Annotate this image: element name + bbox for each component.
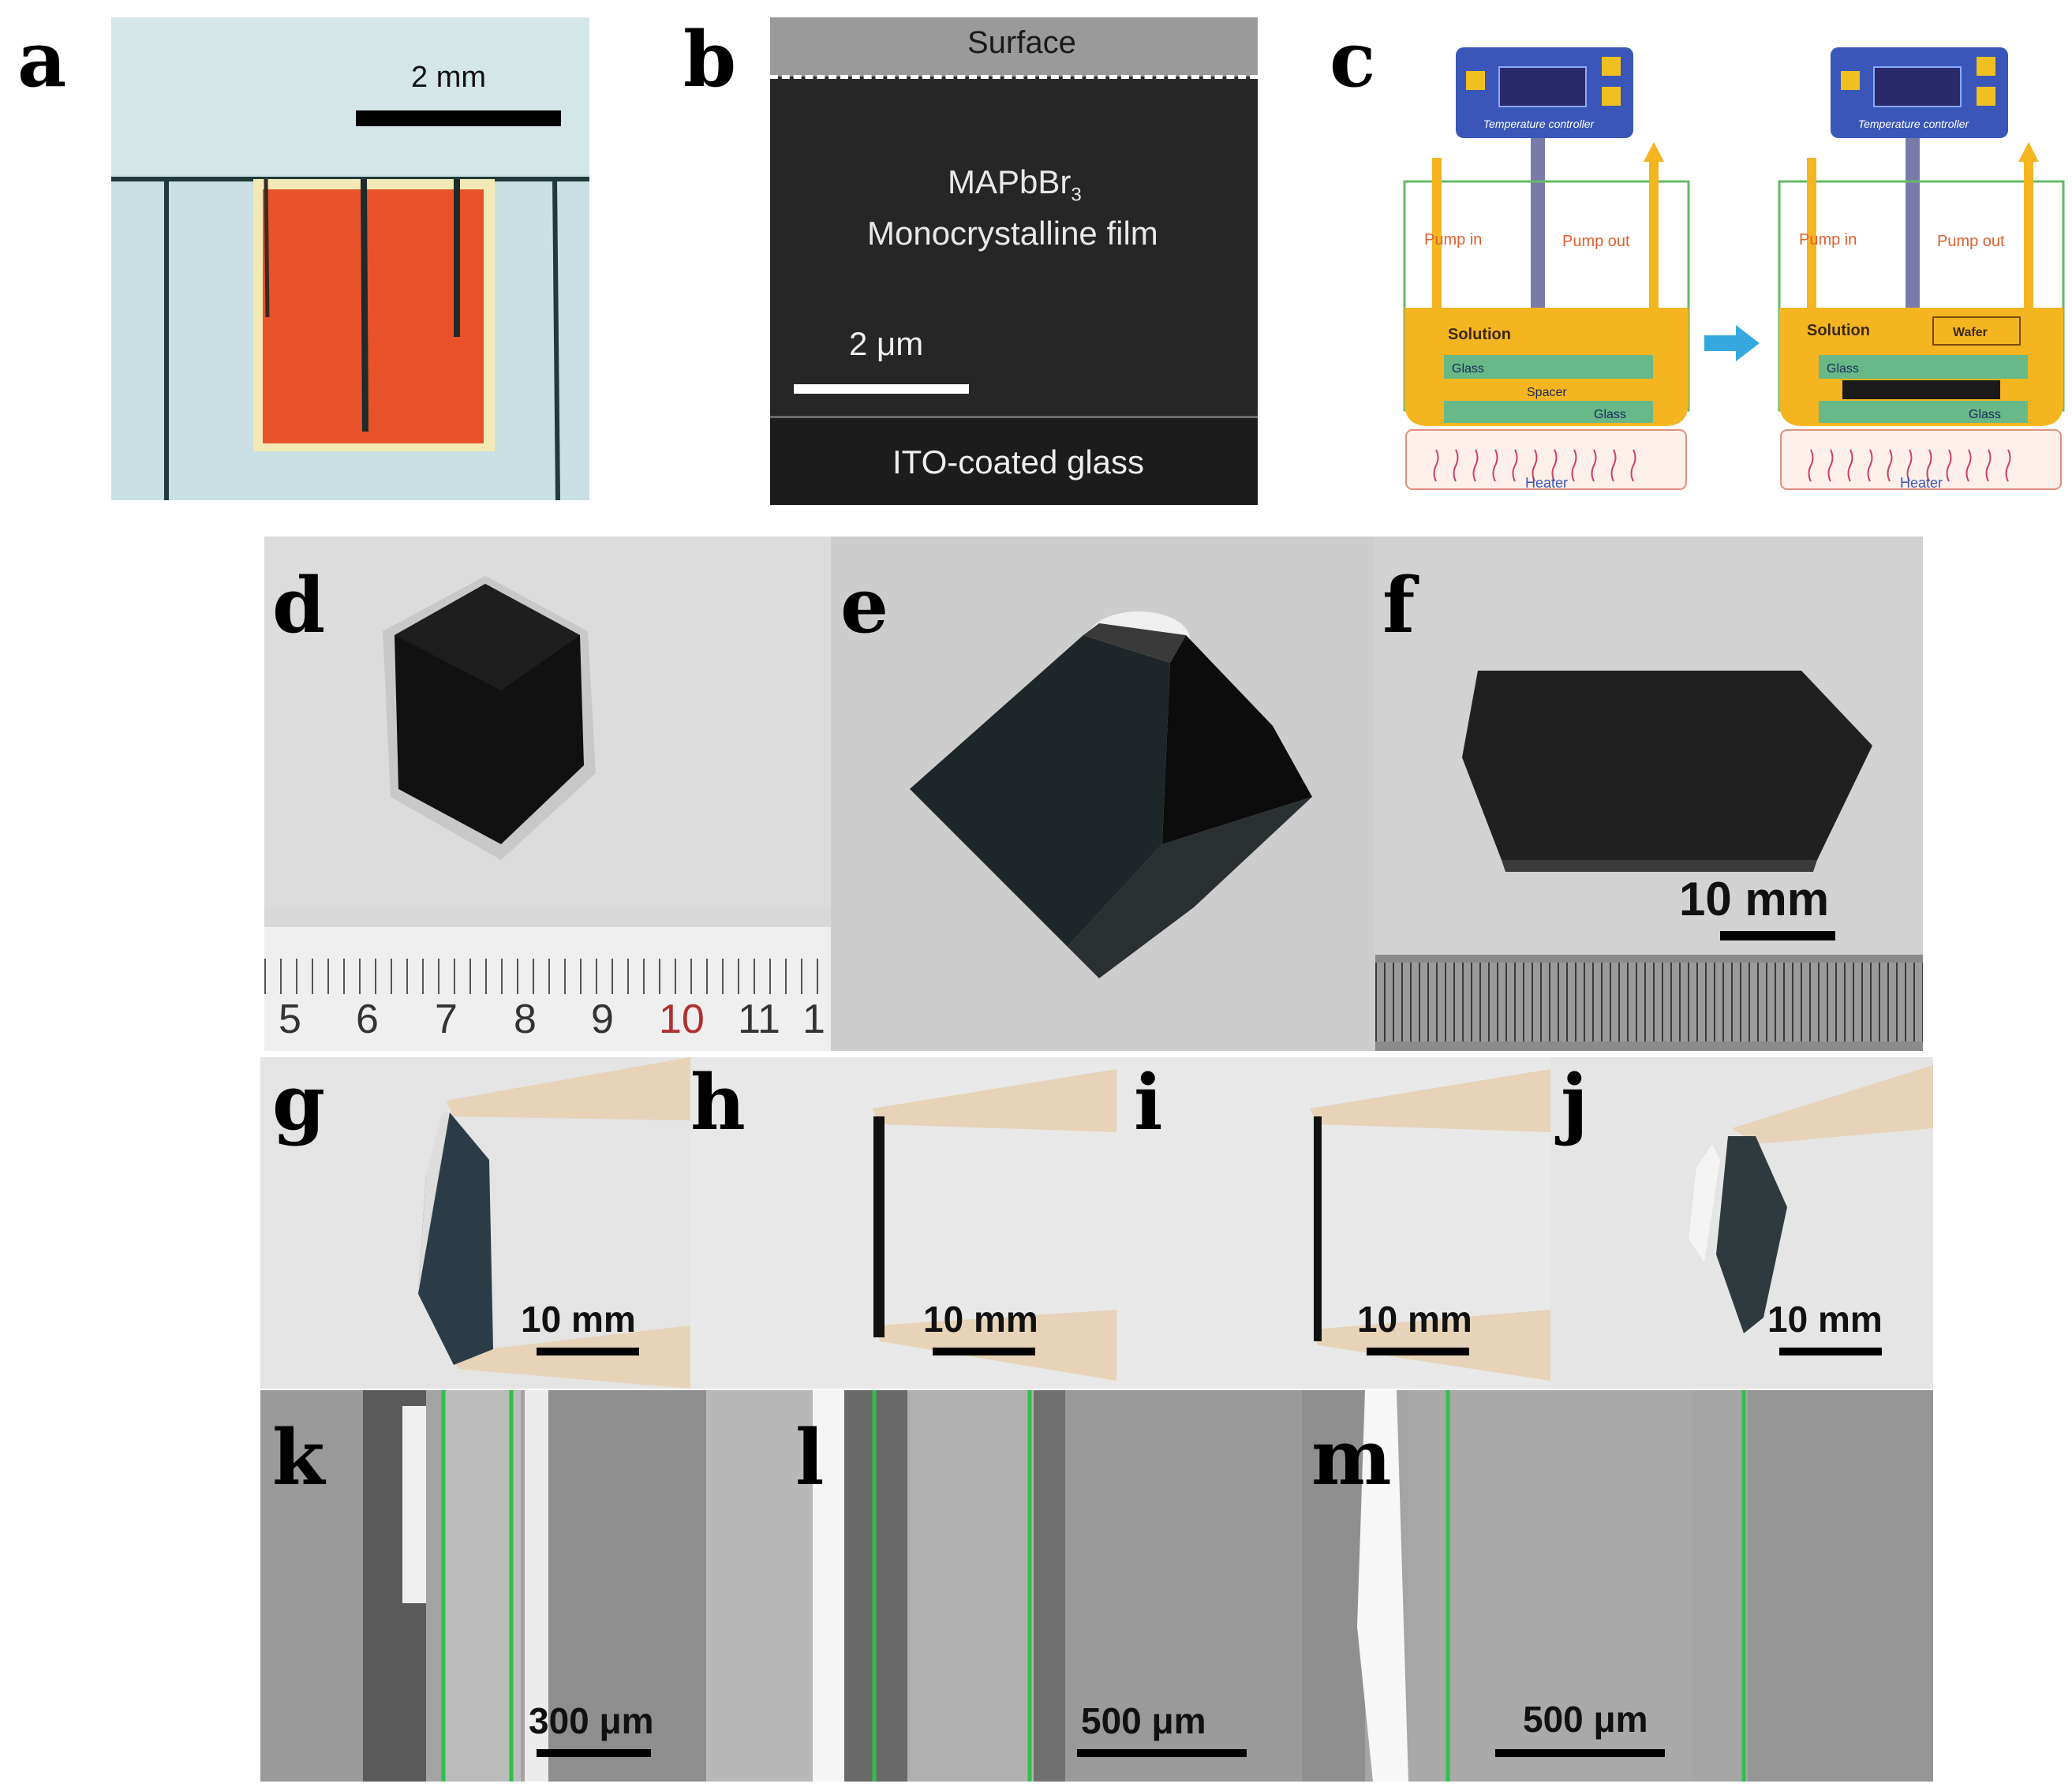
panel-e-photo	[831, 537, 1375, 1051]
cubic-crystal-e	[831, 537, 1375, 1051]
panel-i-photo: 10 mm	[1116, 1057, 1550, 1389]
thinner-crystal-tweezers-i	[1116, 1057, 1550, 1389]
sem-cross-section-k	[260, 1390, 813, 1782]
scale-bar-label-b: 2 μm	[849, 325, 924, 362]
scale-bar-label-j: 10 mm	[1767, 1299, 1883, 1340]
glass-label-right-top: Glass	[1827, 362, 1859, 376]
panel-label-l: l	[795, 1413, 825, 1502]
glass-label-left-bottom: Glass	[1594, 408, 1626, 421]
scale-bar-label-i: 10 mm	[1357, 1299, 1472, 1340]
panel-k-sem: 300 μm	[260, 1390, 813, 1782]
sem-cross-section-l	[813, 1390, 1302, 1782]
glass-label-right-bottom: Glass	[1969, 408, 2001, 421]
controller-label-left: Temperature controller	[1483, 118, 1595, 130]
panel-label-h: h	[690, 1058, 746, 1147]
ruler-ticks-d	[264, 959, 831, 994]
scale-bar-k	[537, 1749, 651, 1757]
scale-bar-label-f: 10 mm	[1679, 873, 1830, 925]
scale-bar-h	[933, 1348, 1035, 1355]
crystal-film-photo	[111, 17, 589, 500]
solution-label-right: Solution	[1807, 322, 1870, 339]
panel-a-photo: 2 mm	[111, 17, 589, 500]
scale-bar-l	[1077, 1749, 1247, 1757]
scale-bar-b	[794, 384, 969, 394]
panel-label-j: j	[1561, 1058, 1588, 1147]
panel-label-e: e	[840, 561, 889, 650]
film-label-line2: Monocrystalline film	[867, 215, 1158, 252]
panel-label-d: d	[272, 561, 326, 650]
pump-out-label-right: Pump out	[1937, 233, 2005, 250]
scale-bar-label-h: 10 mm	[923, 1299, 1038, 1340]
surface-label: Surface	[967, 25, 1076, 60]
scale-bar-label-m: 500 μm	[1523, 1699, 1648, 1740]
controller-label-right: Temperature controller	[1858, 118, 1970, 130]
scale-bar-j	[1779, 1348, 1882, 1355]
scale-bar-label-l: 500 μm	[1081, 1700, 1206, 1741]
scale-bar-a	[356, 110, 561, 126]
angled-crystal-j	[1550, 1057, 1933, 1389]
panel-j-photo: 10 mm	[1550, 1057, 1933, 1389]
scale-bar-f	[1720, 931, 1835, 940]
panel-label-k: k	[272, 1413, 325, 1502]
setup-left: Temperature controller Pump in Pump out …	[1403, 47, 1690, 491]
panel-label-b: b	[683, 15, 737, 104]
orange-crystal-film	[263, 189, 484, 443]
pump-in-label-left: Pump in	[1424, 231, 1482, 249]
panel-b-sem: Surface MAPbBr3 Monocrystalline film 2 μ…	[770, 17, 1258, 505]
panel-d-photo: 5 6 7 8 9 10 11 1	[264, 537, 831, 1051]
surface-region	[770, 17, 1258, 77]
ruler-numbers-d: 5 6 7 8 9 10 11 1	[279, 996, 825, 1042]
pump-out-label-left: Pump out	[1562, 233, 1630, 250]
heater-label-left: Heater	[1525, 475, 1568, 491]
ruler-ticks-f	[1375, 963, 1923, 1041]
substrate-region	[770, 418, 1258, 505]
scale-bar-label-a: 2 mm	[411, 61, 486, 94]
panel-label-a: a	[17, 15, 67, 104]
scale-bar-label-k: 300 μm	[529, 1700, 654, 1741]
scale-bar-g	[537, 1348, 639, 1355]
film-region	[770, 80, 1258, 432]
setup-right: Temperature controller Pump in Pump out …	[1778, 47, 2065, 491]
substrate-label: ITO-coated glass	[892, 443, 1145, 480]
glass-label-left-top: Glass	[1452, 362, 1484, 376]
panel-c-schematic: Temperature controller Pump in Pump out …	[1389, 39, 2067, 505]
wafer-label: Wafer	[1953, 326, 1988, 339]
scale-bar-label-g: 10 mm	[521, 1299, 636, 1340]
panel-label-m: m	[1311, 1413, 1392, 1502]
panel-label-c: c	[1330, 15, 1376, 104]
film-label-line1: MAPbBr3	[948, 163, 1082, 206]
process-arrow	[1704, 325, 1760, 361]
panel-g-photo: 10 mm	[260, 1057, 690, 1389]
panel-l-sem: 500 μm	[813, 1390, 1302, 1782]
panel-label-g: g	[272, 1058, 326, 1147]
pump-in-label-right: Pump in	[1799, 231, 1857, 249]
solution-label-left: Solution	[1448, 326, 1511, 343]
scale-bar-m	[1495, 1749, 1665, 1757]
scale-bar-i	[1367, 1348, 1469, 1355]
panel-label-f: f	[1382, 561, 1416, 650]
film-substrate-boundary	[770, 416, 1258, 418]
growth-setup-diagram: Temperature controller Pump in Pump out …	[1403, 47, 2065, 491]
sem-cross-section-m	[1302, 1390, 1933, 1782]
panel-f-photo: 10 mm	[1375, 537, 1923, 1051]
thin-crystal-tweezers-h	[690, 1057, 1116, 1389]
heater-label-right: Heater	[1900, 475, 1943, 491]
spacer-label: Spacer	[1527, 386, 1567, 399]
panel-label-i: i	[1134, 1058, 1163, 1147]
surface-dashed-line	[770, 75, 1258, 79]
panel-m-sem: 500 μm	[1302, 1390, 1933, 1782]
panel-h-photo: 10 mm	[690, 1057, 1116, 1389]
crystal-held-tweezers-g	[260, 1057, 690, 1389]
